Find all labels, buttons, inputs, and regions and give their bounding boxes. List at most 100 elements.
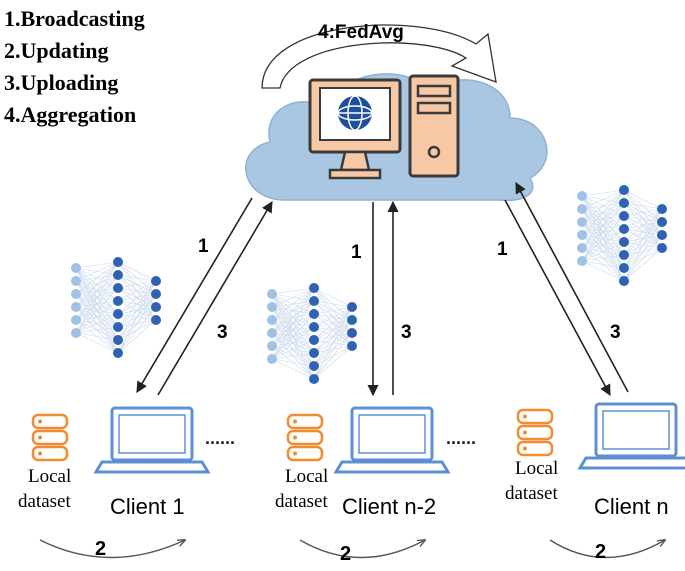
- nn-connection: [75, 287, 119, 334]
- nn-connection: [75, 261, 119, 295]
- database-disk: [286, 413, 324, 430]
- nn-connection: [313, 306, 353, 328]
- dataset-label-2-line2: dataset: [275, 491, 328, 512]
- nn-connection: [75, 332, 119, 341]
- nn-connection: [623, 208, 663, 269]
- fedavg-curved-arrow: [261, 24, 497, 89]
- nn-neuron: [113, 322, 123, 332]
- nn-neuron: [267, 354, 277, 364]
- upload-arrow-client-1: [157, 201, 273, 396]
- nn-connection: [117, 280, 157, 289]
- database-disk: [286, 429, 324, 446]
- client-laptops: [93, 402, 685, 474]
- local-datasets: [31, 408, 554, 462]
- database-disk: [31, 445, 69, 462]
- nn-connection: [271, 352, 315, 360]
- nn-neuron: [151, 276, 161, 286]
- label-update-2: 2: [340, 543, 351, 565]
- local-update-arrow-3: [549, 540, 665, 559]
- neural-network-icon-1: [71, 257, 161, 358]
- label-upload-2: 3: [401, 322, 412, 343]
- server-cloud: 4:FedAvg: [245, 22, 548, 202]
- nn-neuron: [113, 257, 123, 267]
- nn-neuron: [151, 302, 161, 312]
- nn-connection: [581, 189, 625, 236]
- nn-neuron: [347, 328, 357, 338]
- nn-connection: [75, 326, 119, 334]
- database-disk: [516, 408, 554, 425]
- dataset-label-3-line2: dataset: [505, 483, 558, 504]
- nn-neuron: [71, 315, 81, 325]
- client-name-1: Client 1: [110, 494, 185, 519]
- nn-neuron: [347, 341, 357, 351]
- nn-neuron: [267, 315, 277, 325]
- nn-neuron: [657, 217, 667, 227]
- neural-network-icon-2: [267, 283, 357, 384]
- nn-connection: [581, 189, 625, 249]
- nn-connection: [581, 189, 625, 197]
- nn-neuron: [577, 243, 587, 253]
- label-upload-1: 3: [217, 322, 228, 343]
- nn-connection: [271, 358, 315, 367]
- nn-neuron: [657, 204, 667, 214]
- nn-connection: [117, 280, 157, 328]
- nn-connection: [623, 189, 663, 210]
- laptop-icon-1: [93, 406, 211, 474]
- nn-neuron: [71, 263, 81, 273]
- database-led: [523, 446, 527, 451]
- database-led: [293, 451, 297, 456]
- laptop-display: [358, 414, 426, 454]
- nn-connection: [75, 332, 119, 354]
- dataset-label-3-line1: Local: [515, 458, 558, 479]
- separator-dots-2: ......: [446, 428, 476, 448]
- server-tower-icon: [408, 74, 460, 178]
- nn-connection: [623, 221, 663, 282]
- neural-network-icon-3: [577, 185, 667, 286]
- nn-connection: [581, 189, 625, 223]
- nn-connection: [313, 306, 353, 380]
- database-disk: [516, 424, 554, 441]
- nn-neuron: [151, 289, 161, 299]
- laptop-base: [333, 460, 451, 474]
- nn-connection: [117, 280, 157, 315]
- nn-neuron: [347, 302, 357, 312]
- nn-neuron: [309, 309, 319, 319]
- nn-connection: [271, 287, 315, 308]
- step-aggregation: 4.Aggregation: [4, 102, 136, 127]
- nn-connection: [313, 345, 353, 380]
- nn-neuron: [577, 217, 587, 227]
- nn-neuron: [113, 348, 123, 358]
- nn-neuron: [267, 289, 277, 299]
- nn-connection: [117, 319, 157, 354]
- nn-neuron: [577, 256, 587, 266]
- communication-arrows: 1 3 1 3 1 3: [136, 182, 629, 397]
- nn-neuron: [71, 276, 81, 286]
- nn-neuron: [619, 211, 629, 221]
- nn-connection: [271, 313, 315, 360]
- nn-connection: [117, 280, 157, 302]
- nn-connection: [117, 274, 157, 282]
- nn-connection: [271, 287, 315, 295]
- nn-connection: [117, 261, 157, 282]
- nn-connection: [313, 306, 353, 341]
- local-update-arrow-2: [299, 540, 425, 559]
- step-uploading: 3.Uploading: [4, 70, 118, 95]
- nn-neuron: [71, 328, 81, 338]
- laptop-icon-2: [333, 406, 451, 474]
- nn-neuron: [113, 309, 123, 319]
- nn-connection: [581, 215, 625, 262]
- dataset-label-1-line1: Local: [28, 466, 71, 487]
- nn-neuron: [151, 315, 161, 325]
- nn-connection: [117, 306, 157, 354]
- nn-connection: [581, 260, 625, 282]
- separator-dots-1: ......: [205, 428, 235, 448]
- nn-neuron: [71, 289, 81, 299]
- laptop-icon-3: [577, 402, 685, 470]
- nn-connection: [75, 261, 119, 308]
- database-led: [38, 419, 42, 424]
- nn-connection: [75, 274, 119, 334]
- label-broadcast-3: 1: [497, 239, 508, 260]
- nn-connection: [623, 208, 663, 217]
- nn-neuron: [267, 328, 277, 338]
- broadcast-arrow-client-n: [504, 199, 611, 396]
